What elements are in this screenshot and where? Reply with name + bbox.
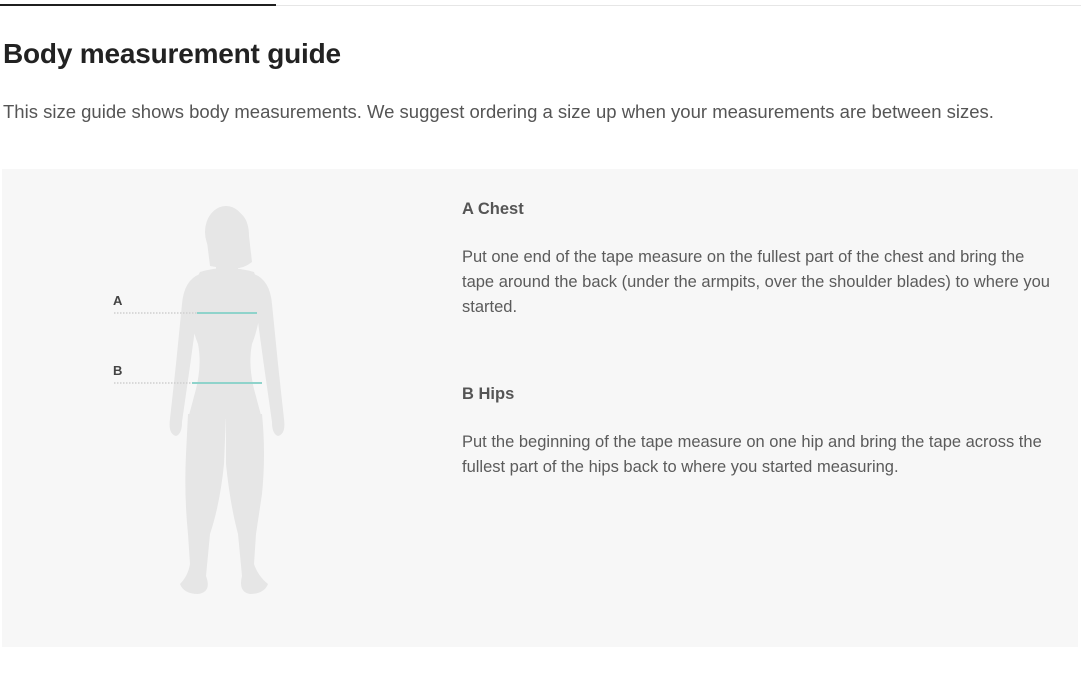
tab-bar-divider	[0, 5, 1081, 6]
chest-section: A Chest Put one end of the tape measure …	[462, 200, 1052, 316]
tab-bar	[0, 4, 1081, 6]
chest-marker-label: A	[113, 293, 123, 308]
body-silhouette-icon	[114, 206, 285, 594]
page-title: Body measurement guide	[3, 38, 341, 69]
chest-instructions: Put one end of the tape measure on the f…	[462, 248, 1050, 316]
hips-instructions: Put the beginning of the tape measure on…	[462, 433, 1042, 476]
hips-section: B Hips Put the beginning of the tape mea…	[462, 385, 1052, 476]
active-tab-indicator[interactable]	[0, 4, 276, 6]
hips-marker-label: B	[113, 363, 123, 378]
measurement-guide-panel: A B A Chest Put one end of the tape meas…	[2, 169, 1078, 647]
body-figure: A B	[102, 204, 302, 604]
hips-heading: B Hips	[462, 385, 515, 403]
intro-text: This size guide shows body measurements.…	[3, 101, 994, 122]
chest-heading: A Chest	[462, 200, 524, 218]
